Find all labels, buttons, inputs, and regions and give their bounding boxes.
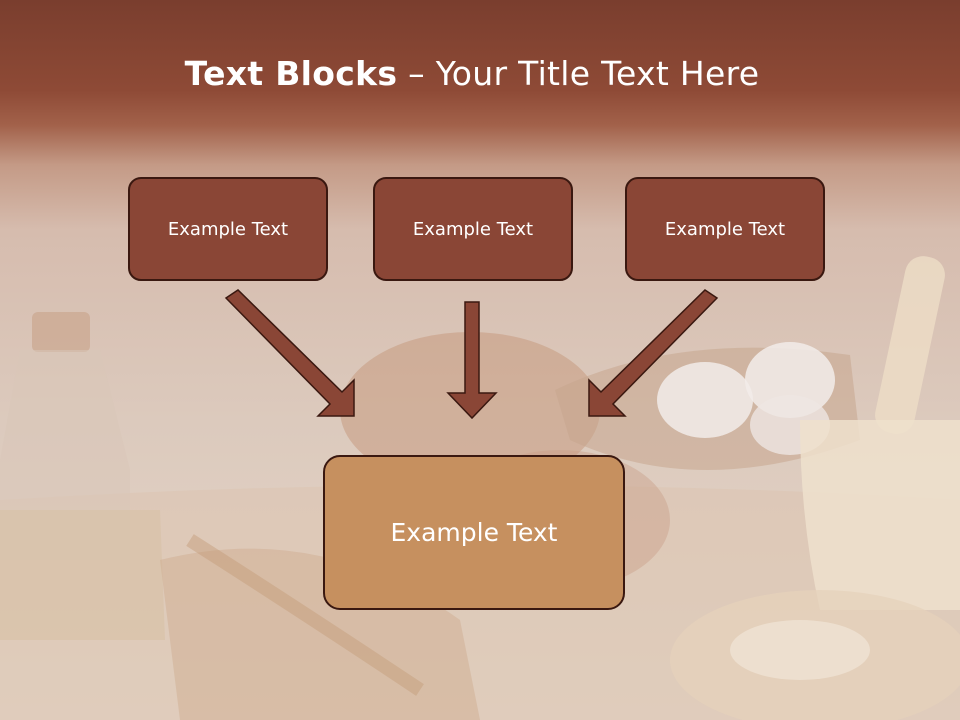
text-block-1[interactable]: Example Text	[128, 177, 328, 281]
target-text-block[interactable]: Example Text	[323, 455, 625, 610]
text-block-2-label: Example Text	[412, 218, 534, 240]
title-rest: Your Title Text Here	[435, 54, 760, 93]
title-dash: –	[397, 54, 436, 93]
slide-title: Text Blocks – Your Title Text Here	[0, 54, 944, 93]
arrow-left	[224, 289, 355, 417]
text-block-3-label: Example Text	[664, 218, 786, 240]
text-block-1-label: Example Text	[167, 218, 289, 240]
title-bar: Text Blocks – Your Title Text Here	[0, 0, 960, 150]
title-bold: Text Blocks	[184, 54, 398, 93]
text-block-2[interactable]: Example Text	[373, 177, 573, 281]
arrow-right	[588, 289, 719, 417]
arrow-center	[446, 301, 498, 420]
target-text-block-label: Example Text	[390, 518, 558, 547]
text-block-3[interactable]: Example Text	[625, 177, 825, 281]
